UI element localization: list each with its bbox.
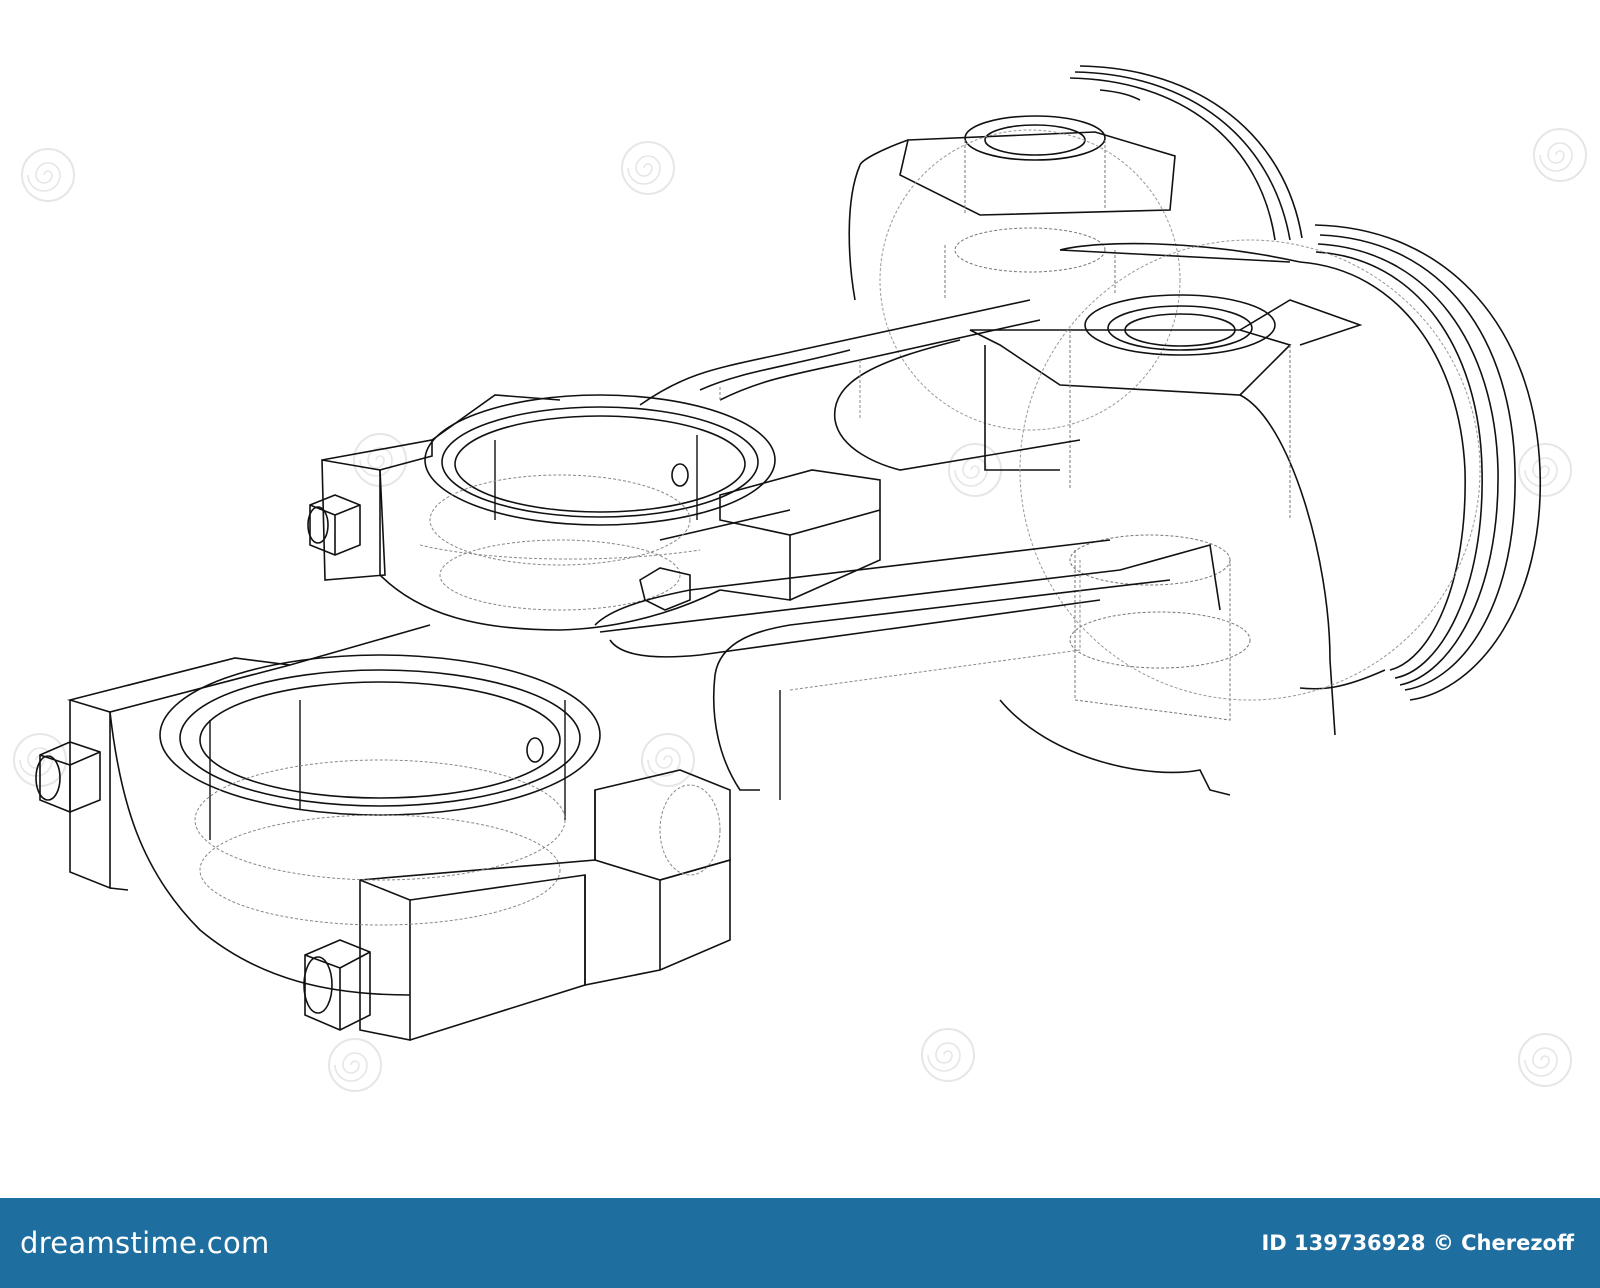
image-id: ID 139736928	[1261, 1231, 1426, 1255]
connecting-rod-drawing	[13, 65, 1587, 1092]
brand-logo: dreamstime.com	[20, 1226, 270, 1260]
rear-piston	[848, 65, 1303, 431]
rear-big-end	[307, 394, 881, 631]
image-credit: ID 139736928 © Cherezoff	[1261, 1231, 1574, 1255]
image-author: © Cherezoff	[1432, 1231, 1574, 1255]
front-big-end	[35, 624, 731, 1041]
brand-text: dreamstime.com	[20, 1226, 270, 1260]
watermark-footer: dreamstime.com ID 139736928 © Cherezoff	[0, 1198, 1600, 1288]
illustration-area	[13, 65, 1587, 1092]
rear-rod-beam	[639, 299, 1081, 471]
front-piston	[969, 224, 1541, 796]
front-rod-beam	[594, 539, 1221, 800]
